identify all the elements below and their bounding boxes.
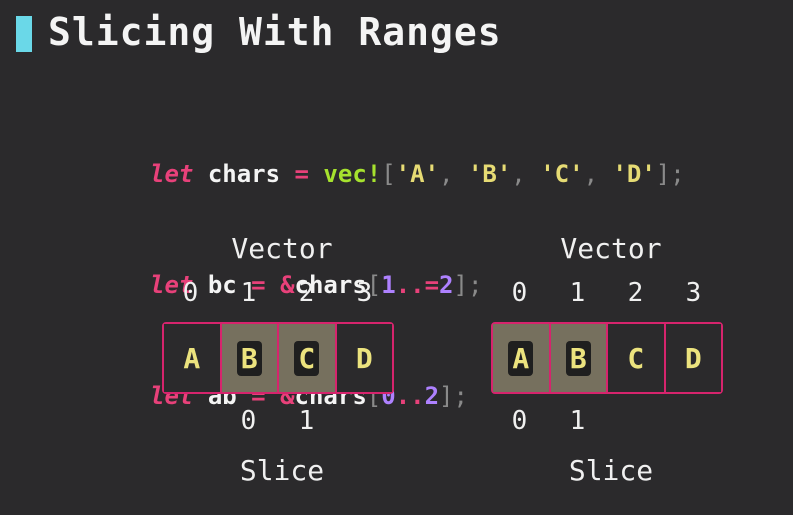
vector-index: 2 — [298, 278, 315, 308]
slice-label: Slice — [568, 454, 654, 487]
vector-index: 2 — [627, 278, 644, 308]
vector-index: 0 — [511, 278, 528, 308]
punctuation: , — [583, 160, 599, 188]
number-literal: 1 — [381, 271, 396, 299]
slice-index: 0 — [511, 406, 528, 436]
punctuation: ]; — [655, 160, 685, 188]
string-literal: 'C' — [540, 160, 584, 188]
operator: = — [251, 271, 266, 299]
punctuation: , — [439, 160, 454, 188]
punctuation: [ — [366, 271, 382, 299]
page-title: Slicing With Ranges — [48, 10, 502, 54]
number-literal: 2 — [439, 271, 454, 299]
vector-cells: A B C D — [491, 322, 723, 394]
identifier: bc — [207, 271, 237, 299]
range-operator: .. — [395, 382, 425, 410]
macro: vec! — [323, 160, 382, 188]
title-accent-bar — [16, 16, 32, 52]
vector-label: Vector — [231, 232, 333, 265]
vector-index: 1 — [240, 278, 257, 308]
keyword: let — [150, 271, 194, 299]
number-literal: 2 — [424, 382, 440, 410]
identifier: chars — [207, 160, 281, 188]
vector-label: Vector — [560, 232, 662, 265]
vector-index: 0 — [182, 278, 199, 308]
code-line-1: let chars = vec!['A', 'B', 'C', 'D']; — [150, 156, 685, 193]
vector-index: 3 — [356, 278, 373, 308]
vector-cell: D — [665, 324, 721, 392]
string-literal: 'A' — [395, 160, 440, 188]
slice-index: 0 — [240, 406, 257, 436]
punctuation: ]; — [439, 382, 468, 410]
reference-operator: & — [280, 271, 295, 299]
punctuation: , — [511, 160, 526, 188]
slice-index: 1 — [298, 406, 315, 436]
code-block: let chars = vec!['A', 'B', 'C', 'D']; le… — [150, 82, 685, 452]
vector-cell-selected: C — [279, 324, 337, 392]
range-operator: ..= — [395, 271, 440, 299]
operator: = — [294, 160, 309, 188]
keyword: let — [150, 160, 194, 188]
vector-index: 3 — [685, 278, 702, 308]
identifier: chars — [294, 271, 367, 299]
vector-cell-selected: B — [550, 324, 608, 392]
slice-label: Slice — [239, 454, 325, 487]
vector-index: 1 — [569, 278, 586, 308]
vector-cell-selected: B — [221, 324, 279, 392]
vector-cell-selected: A — [493, 324, 551, 392]
string-literal: 'B' — [467, 160, 512, 188]
vector-cell: C — [608, 324, 666, 392]
vector-cell: D — [336, 324, 392, 392]
punctuation: ]; — [453, 271, 483, 299]
code-line-2: let bc = &chars[1..=2]; — [150, 267, 685, 304]
vector-cell: A — [164, 324, 222, 392]
string-literal: 'D' — [612, 160, 656, 188]
punctuation: [ — [381, 160, 396, 188]
slice-index: 1 — [569, 406, 586, 436]
vector-cells: A B C D — [162, 322, 394, 394]
